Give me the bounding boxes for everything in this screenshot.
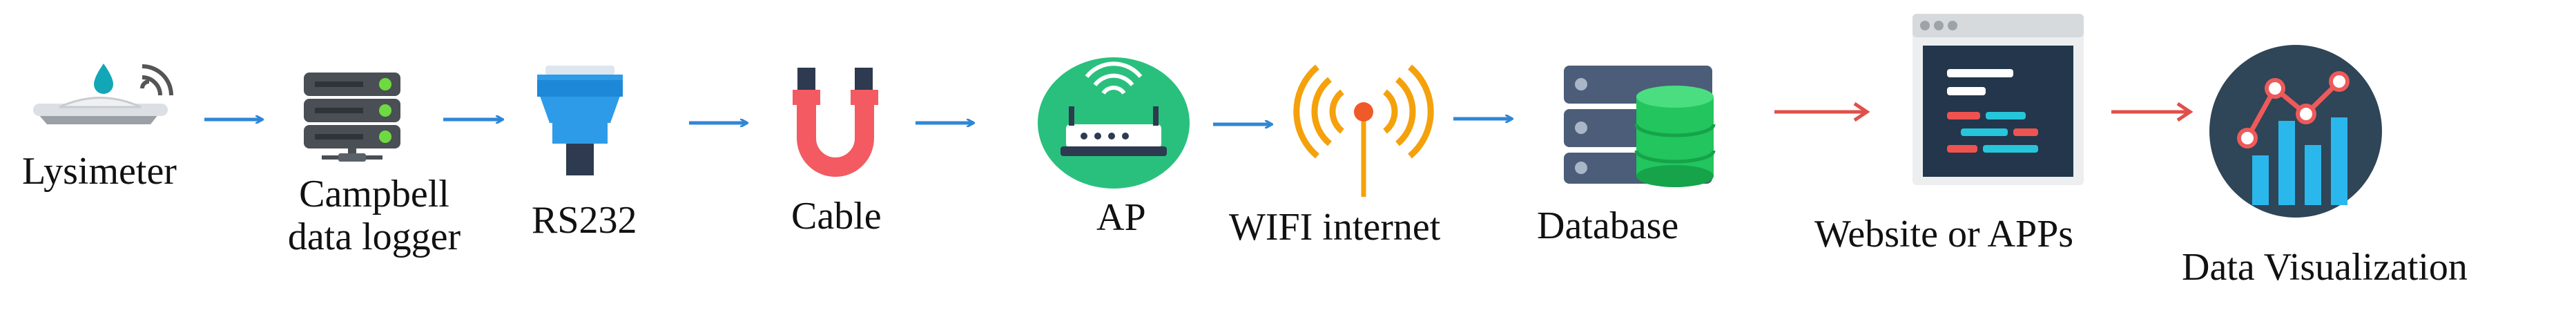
chart-icon (2209, 45, 2382, 218)
label-ap: AP (1096, 196, 1146, 239)
wifi-router-icon (1038, 57, 1190, 189)
database-icon (1564, 66, 1716, 187)
label-cable: Cable (791, 195, 882, 238)
lysimeter-icon (33, 64, 173, 124)
label-rs232: RS232 (532, 199, 637, 242)
label-website: Website or APPs (1814, 213, 2074, 256)
wifi-antenna-icon (1293, 64, 1434, 197)
label-logger-line2: data logger (287, 215, 461, 258)
rs232-connector-icon (537, 66, 623, 175)
browser-code-icon (1912, 14, 2084, 185)
label-logger-line1: Campbell (299, 173, 449, 215)
label-logger: Campbell data logger (264, 173, 485, 258)
label-visualization: Data Visualization (2182, 246, 2468, 289)
server-rack-icon (304, 73, 400, 162)
label-database: Database (1537, 204, 1679, 247)
cable-icon (793, 68, 878, 177)
edge-database-website (1774, 102, 1870, 122)
edges (204, 102, 2194, 124)
label-wifi: WIFI internet (1229, 206, 1441, 249)
edge-website-visualization (2111, 102, 2194, 122)
label-lysimeter: Lysimeter (22, 150, 177, 193)
